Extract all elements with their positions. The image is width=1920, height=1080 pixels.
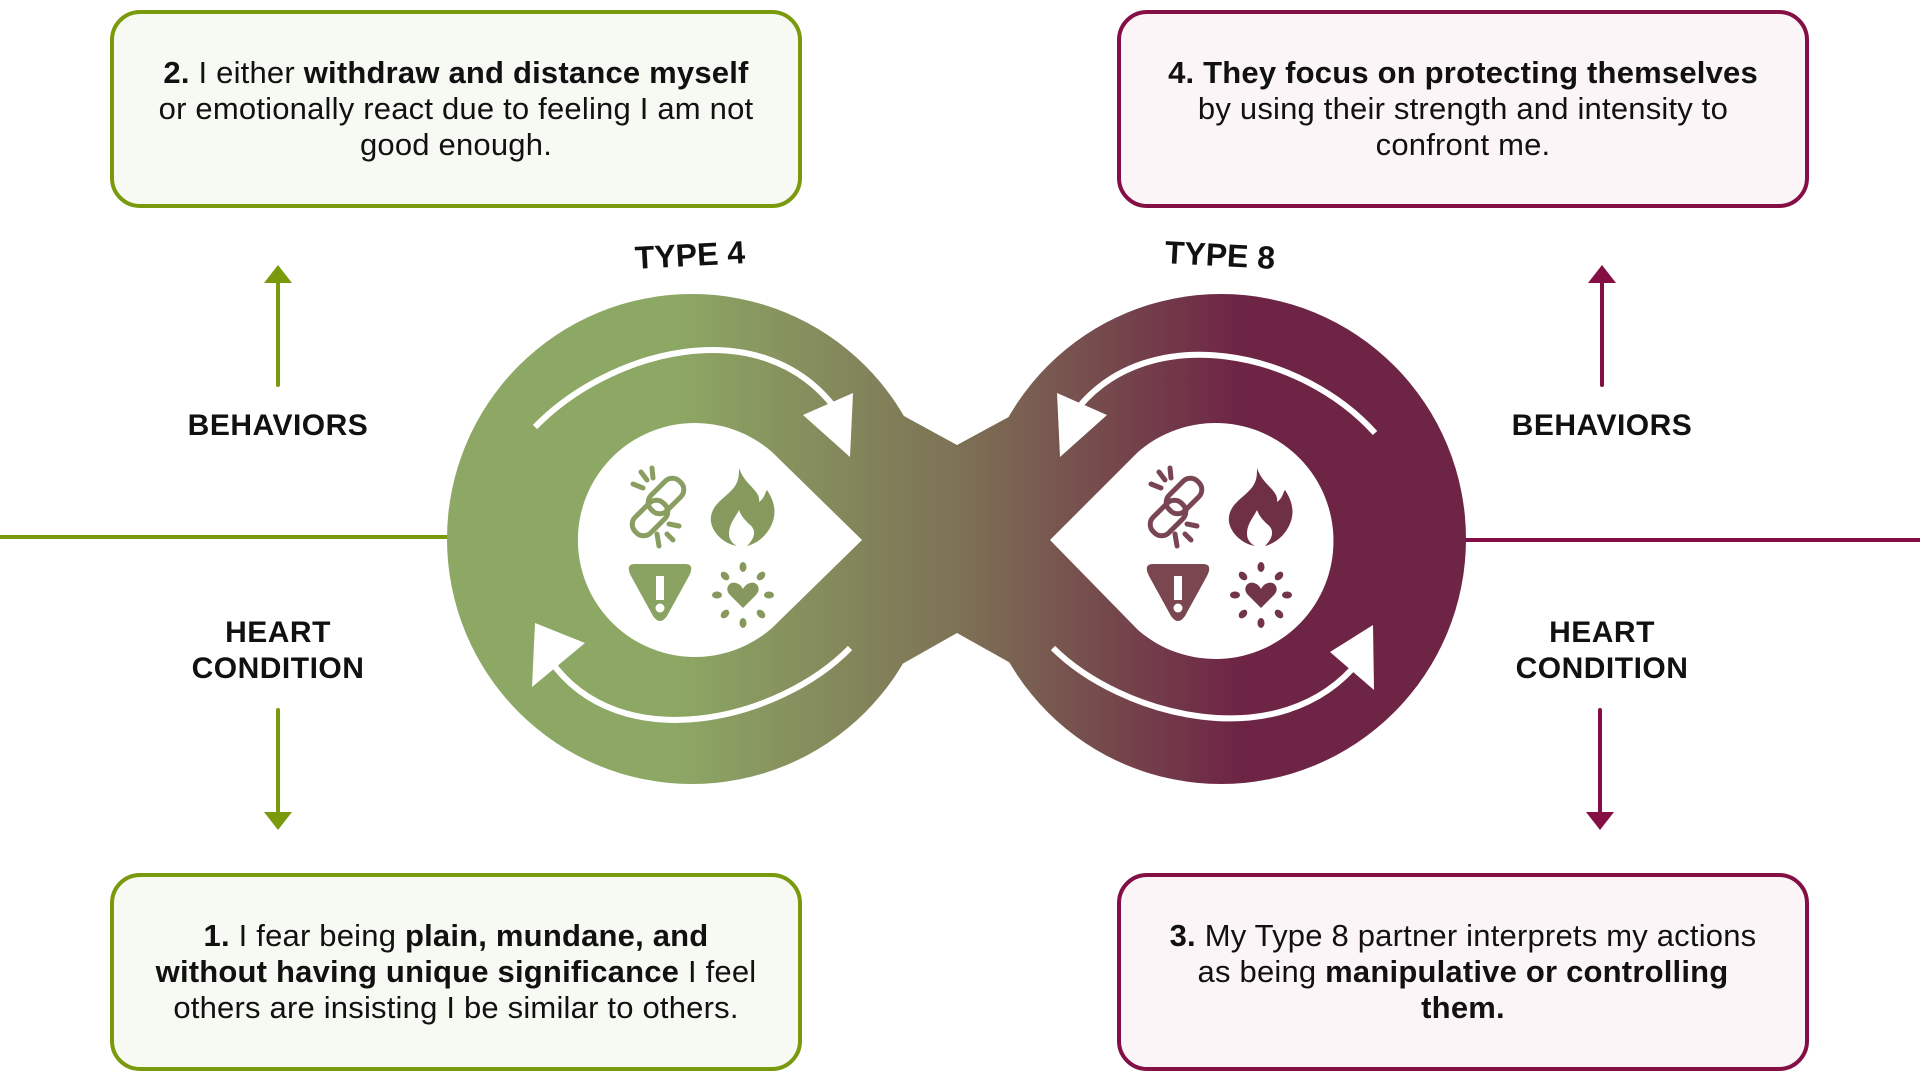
left-behaviors-arrow (264, 265, 292, 387)
text-span: by using their strength and intensity to… (1197, 91, 1729, 162)
right-bottom-arrowhead (1330, 625, 1374, 690)
right-icon-group (1146, 465, 1293, 628)
condition-line: CONDITION (191, 652, 365, 685)
heart-condition-text-type8: 3. My Type 8 partner interprets my actio… (1155, 918, 1771, 1026)
text-span: I either (189, 55, 304, 90)
heart-condition-text-type4: 1. I fear being plain, mundane, and with… (148, 918, 764, 1026)
left-heart-arrow (264, 708, 292, 830)
left-heart-condition-label: HEART CONDITION (128, 615, 428, 687)
step-number: 2. (163, 55, 190, 90)
heart-burst-icon (712, 562, 774, 628)
heart-burst-icon (1230, 562, 1292, 628)
right-behaviors-arrow (1588, 265, 1616, 387)
bold-span: plain, mundane, and without having uniqu… (155, 918, 709, 989)
right-heart-condition-label: HEART CONDITION (1452, 615, 1752, 687)
step-number: 1. (203, 918, 230, 953)
right-heart-arrow (1586, 708, 1614, 830)
bold-span: manipulative or controlling them. (1325, 954, 1729, 1025)
left-top-arrowhead (803, 393, 853, 457)
flame-icon (710, 468, 775, 546)
arrowheads (532, 393, 1374, 690)
heart-line: HEART (1549, 616, 1655, 649)
left-icon-group (628, 465, 775, 628)
heart-condition-box-type8: 3. My Type 8 partner interprets my actio… (1117, 873, 1809, 1071)
warning-icon (1146, 564, 1210, 621)
cycle-arrows (532, 347, 1378, 723)
bold-span: withdraw and distance myself (303, 55, 749, 90)
flame-icon (1228, 468, 1293, 546)
behavior-text-type8: 4. They focus on protecting themselves b… (1155, 55, 1771, 163)
behavior-box-type8: 4. They focus on protecting themselves b… (1117, 10, 1809, 208)
text-span: My Type 8 partner interprets my actions … (1195, 918, 1757, 989)
left-bottom-arrow (547, 645, 853, 723)
type-8-label: TYPE 8 (1164, 234, 1276, 276)
right-bottom-arrow (1050, 645, 1363, 722)
warning-icon (628, 564, 692, 621)
infinity-band (447, 294, 1466, 784)
heart-condition-box-type4: 1. I fear being plain, mundane, and with… (110, 873, 802, 1071)
right-top-arrowhead (1057, 393, 1107, 457)
broken-link-icon (1147, 465, 1205, 549)
bold-span: 4. They focus on protecting themselves (1168, 55, 1758, 90)
text-span: I feel others are insisting I be similar… (173, 954, 757, 1025)
type-4-label: TYPE 4 (634, 234, 746, 276)
left-behaviors-label: BEHAVIORS (187, 409, 369, 442)
left-top-arrow (532, 347, 838, 430)
step-number: 3. (1169, 918, 1196, 953)
behavior-text-type4: 2. I either withdraw and distance myself… (148, 55, 764, 163)
heart-line: HEART (225, 616, 331, 649)
text-span: I fear being (229, 918, 405, 953)
left-bottom-arrowhead (532, 623, 585, 687)
broken-link-icon (629, 465, 687, 549)
right-behaviors-label: BEHAVIORS (1511, 409, 1693, 442)
behavior-box-type4: 2. I either withdraw and distance myself… (110, 10, 802, 208)
right-top-arrow (1075, 351, 1378, 436)
condition-line: CONDITION (1515, 652, 1689, 685)
text-span: or emotionally react due to feeling I am… (158, 91, 754, 162)
